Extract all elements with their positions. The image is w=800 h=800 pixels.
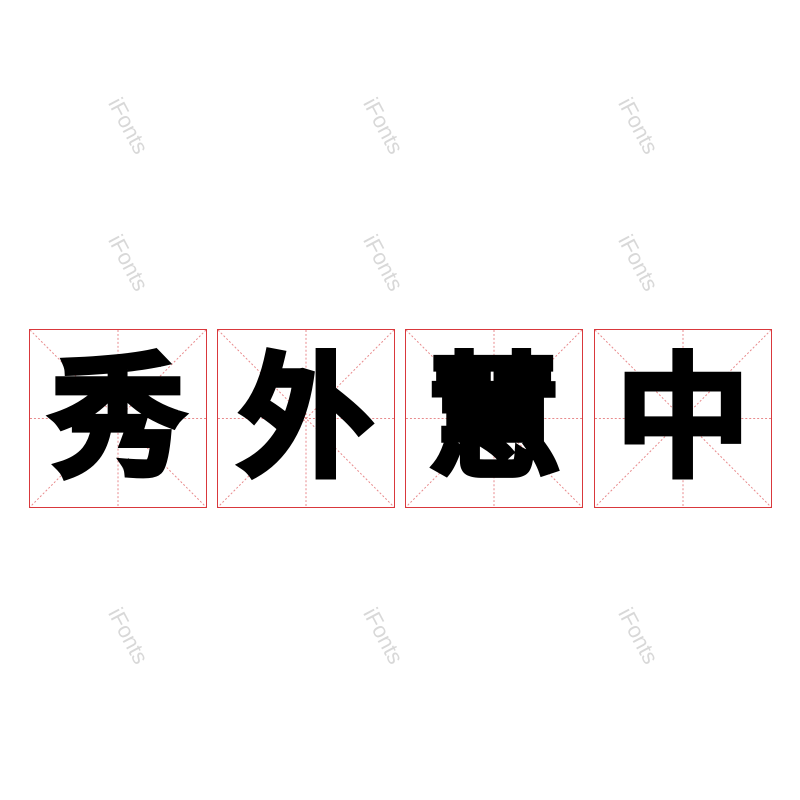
character-glyph: 秀 bbox=[49, 341, 187, 496]
watermark: iFonts bbox=[103, 603, 154, 669]
grid-guides bbox=[595, 330, 771, 507]
character-glyph: 慧 bbox=[425, 341, 563, 496]
grid-cell-3: 慧 bbox=[405, 329, 583, 508]
watermark: iFonts bbox=[613, 93, 664, 159]
watermark: iFonts bbox=[103, 230, 154, 296]
watermark: iFonts bbox=[613, 603, 664, 669]
grid-guides bbox=[30, 330, 206, 507]
watermark: iFonts bbox=[103, 93, 154, 159]
watermark: iFonts bbox=[358, 603, 409, 669]
grid-cell-2: 外 bbox=[217, 329, 395, 508]
grid-cell-4: 中 bbox=[594, 329, 772, 508]
grid-guides bbox=[218, 330, 394, 507]
grid-cell-1: 秀 bbox=[29, 329, 207, 508]
character-glyph: 中 bbox=[614, 341, 752, 496]
grid-guides bbox=[406, 330, 582, 507]
character-glyph: 外 bbox=[237, 341, 375, 496]
watermark: iFonts bbox=[358, 93, 409, 159]
watermark: iFonts bbox=[613, 230, 664, 296]
watermark: iFonts bbox=[358, 230, 409, 296]
